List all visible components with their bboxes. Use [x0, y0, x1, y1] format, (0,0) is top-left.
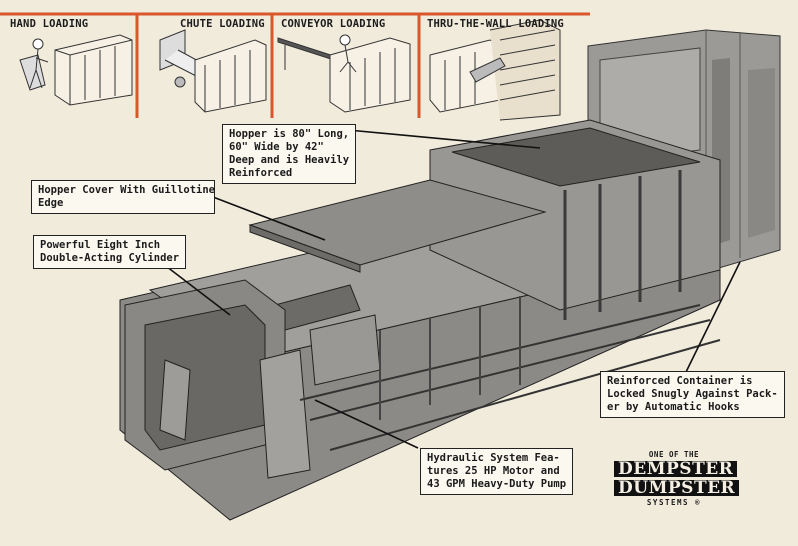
packer-machine: [119, 119, 721, 521]
hand-loading-sketch: [19, 34, 133, 106]
badge-bottom-text: SYSTEMS ®: [646, 498, 702, 507]
callout-hydraulic: Hydraulic System Fea- tures 25 HP Motor …: [420, 448, 574, 495]
callout-hopper-cover: Hopper Cover With Guillotine Edge: [31, 180, 215, 214]
callout-line: 60" Wide by 42": [229, 141, 324, 153]
conveyor-loading-sketch: [277, 34, 411, 113]
tab-conveyor-loading: CONVEYOR LOADING: [281, 18, 386, 30]
callout-hopper: Hopper is 80" Long, 60" Wide by 42" Deep…: [222, 124, 357, 184]
callout-line: tures 25 HP Motor and: [427, 465, 560, 477]
dempster-badge: ONE OF THE DEMPSTER DUMPSTER SYSTEMS ®: [614, 450, 740, 507]
callout-line: Locked Snugly Against Pack-: [607, 388, 778, 400]
callout-line: Double-Acting Cylinder: [40, 252, 180, 264]
chute-loading-sketch: [159, 29, 267, 113]
callout-line: Edge: [38, 197, 64, 209]
tab-hand-loading: HAND LOADING: [10, 18, 89, 30]
callout-line: Powerful Eight Inch: [40, 239, 161, 251]
callout-line: Hydraulic System Fea-: [427, 452, 560, 464]
callout-line: er by Automatic Hooks: [607, 401, 740, 413]
callout-line: 43 GPM Heavy-Duty Pump: [427, 478, 567, 490]
callout-line: Reinforced Container is: [607, 375, 753, 387]
callout-line: Deep and is Heavily: [229, 154, 350, 166]
callout-cylinder: Powerful Eight Inch Double-Acting Cylind…: [33, 235, 187, 269]
brand-logo-line2: DUMPSTER: [614, 480, 740, 497]
badge-top-text: ONE OF THE: [648, 450, 700, 459]
tab-thru-wall-loading: THRU-THE-WALL LOADING: [427, 18, 564, 30]
tab-chute-loading: CHUTE LOADING: [180, 18, 265, 30]
callout-line: Reinforced: [229, 167, 293, 179]
callout-pointers: [157, 129, 741, 449]
callout-container: Reinforced Container is Locked Snugly Ag…: [600, 371, 785, 418]
loading-methods-strip: [0, 12, 590, 118]
thru-wall-loading-sketch: [429, 19, 561, 121]
brand-logo-line1: DEMPSTER: [614, 461, 738, 478]
callout-line: Hopper is 80" Long,: [229, 128, 350, 140]
callout-line: Hopper Cover With Guillotine: [38, 184, 216, 196]
